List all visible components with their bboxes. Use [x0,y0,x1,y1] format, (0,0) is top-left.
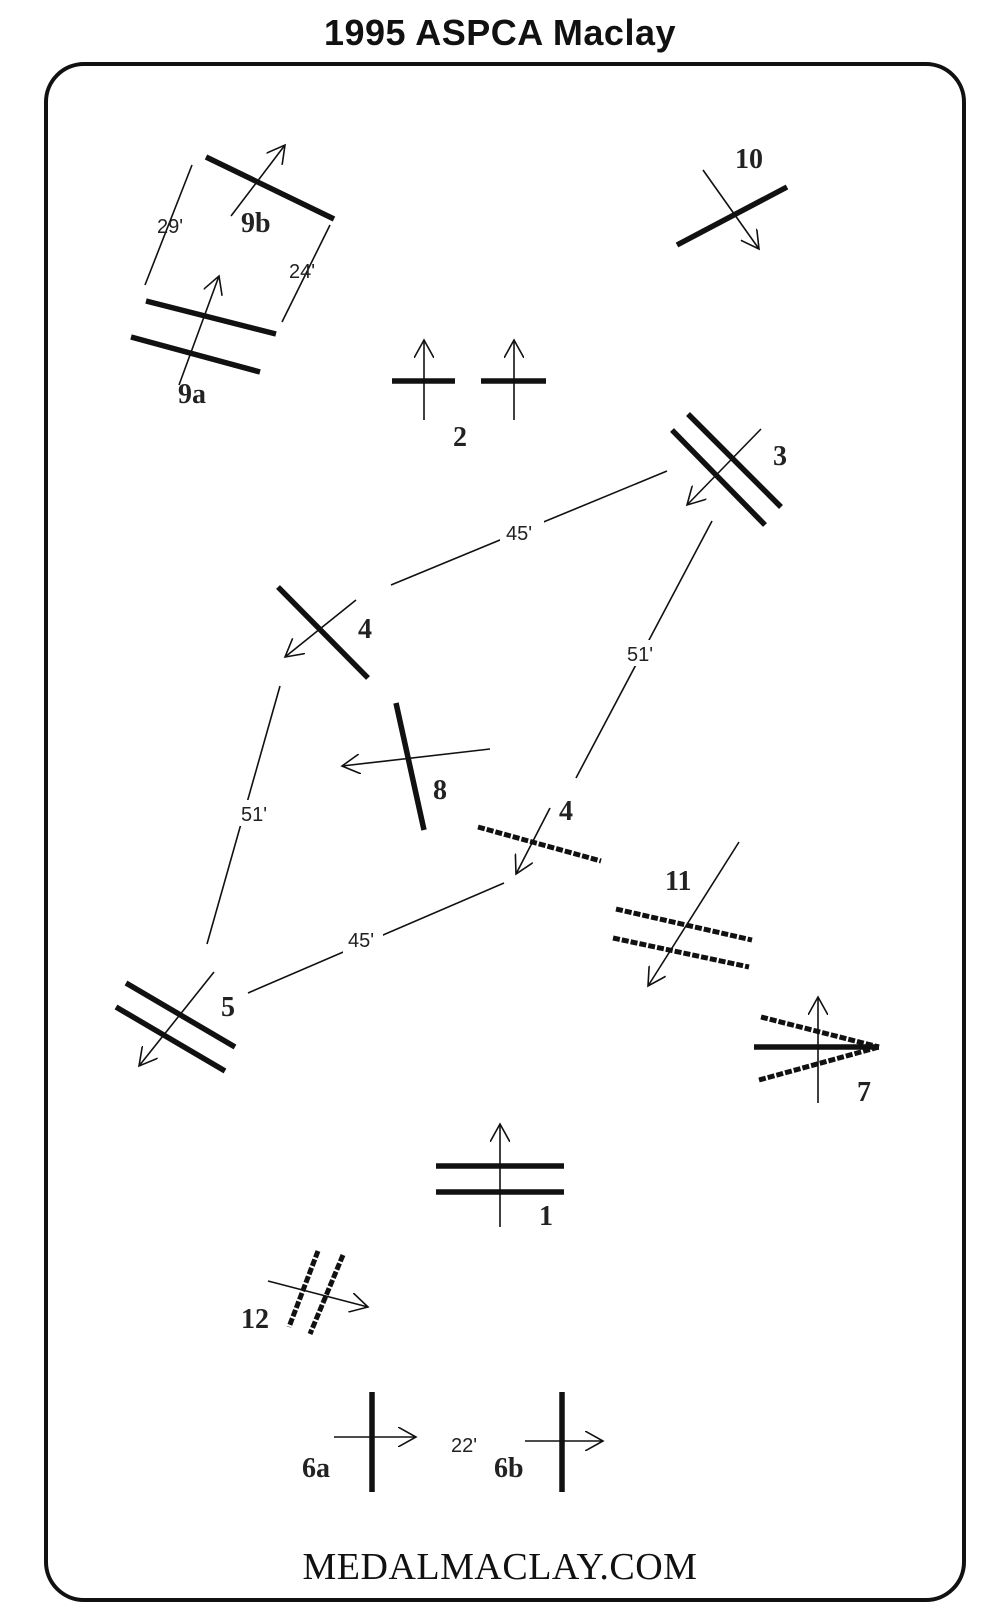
fence-label-10: 10 [735,144,763,175]
distance-label-22: 22' [451,1435,477,1457]
fence-12 [267,1250,368,1335]
distance-label-29: 29' [157,216,183,238]
fence-label-2: 2 [453,422,467,453]
fence-4-lower [477,807,602,874]
fence-label-9b: 9b [241,208,271,239]
track-arrow-9b [230,145,285,217]
arena-border [44,62,966,1602]
distance-label-51-left: 51' [241,804,267,826]
fence-label-7: 7 [857,1077,871,1108]
fence-label-4-upper: 4 [358,614,372,645]
distance-label-24: 24' [289,261,315,283]
fence-label-11: 11 [665,866,691,897]
fence-7 [754,997,880,1103]
fence-4-upper [276,585,370,680]
fence-3 [670,412,783,527]
fence-label-6b: 6b [494,1453,524,1484]
fence-label-6a: 6a [302,1453,330,1484]
fence-9a-rail-front [145,298,277,337]
fence-label-4-lower: 4 [559,796,573,827]
fence-6-combination [334,1392,603,1492]
fence-9-combination [130,145,336,386]
fence-label-8: 8 [433,775,447,806]
fence-9a-rail-back [130,334,261,375]
fence-5 [114,971,237,1074]
fence-8 [342,702,491,831]
fence-1 [436,1124,564,1227]
site-footer-link[interactable]: MEDALMACLAY.COM [302,1546,698,1588]
distance-line-29 [144,164,193,286]
page-title: 1995 ASPCA Maclay [323,12,676,53]
distance-label-45-bottom: 45' [348,930,374,952]
distance-label-51-right: 51' [627,644,653,666]
fence-2 [392,340,546,420]
fence-label-5: 5 [221,992,235,1023]
track-arrow-9a [178,276,219,386]
fence-label-3: 3 [773,441,787,472]
fence-label-1: 1 [539,1201,553,1232]
fence-9b-rail [204,154,336,222]
fence-label-12: 12 [241,1304,269,1335]
fence-10 [675,169,789,249]
fence-label-9a: 9a [178,379,206,410]
distance-label-45-top: 45' [506,523,532,545]
distance-line-24 [281,224,331,323]
fence-11 [612,841,753,986]
